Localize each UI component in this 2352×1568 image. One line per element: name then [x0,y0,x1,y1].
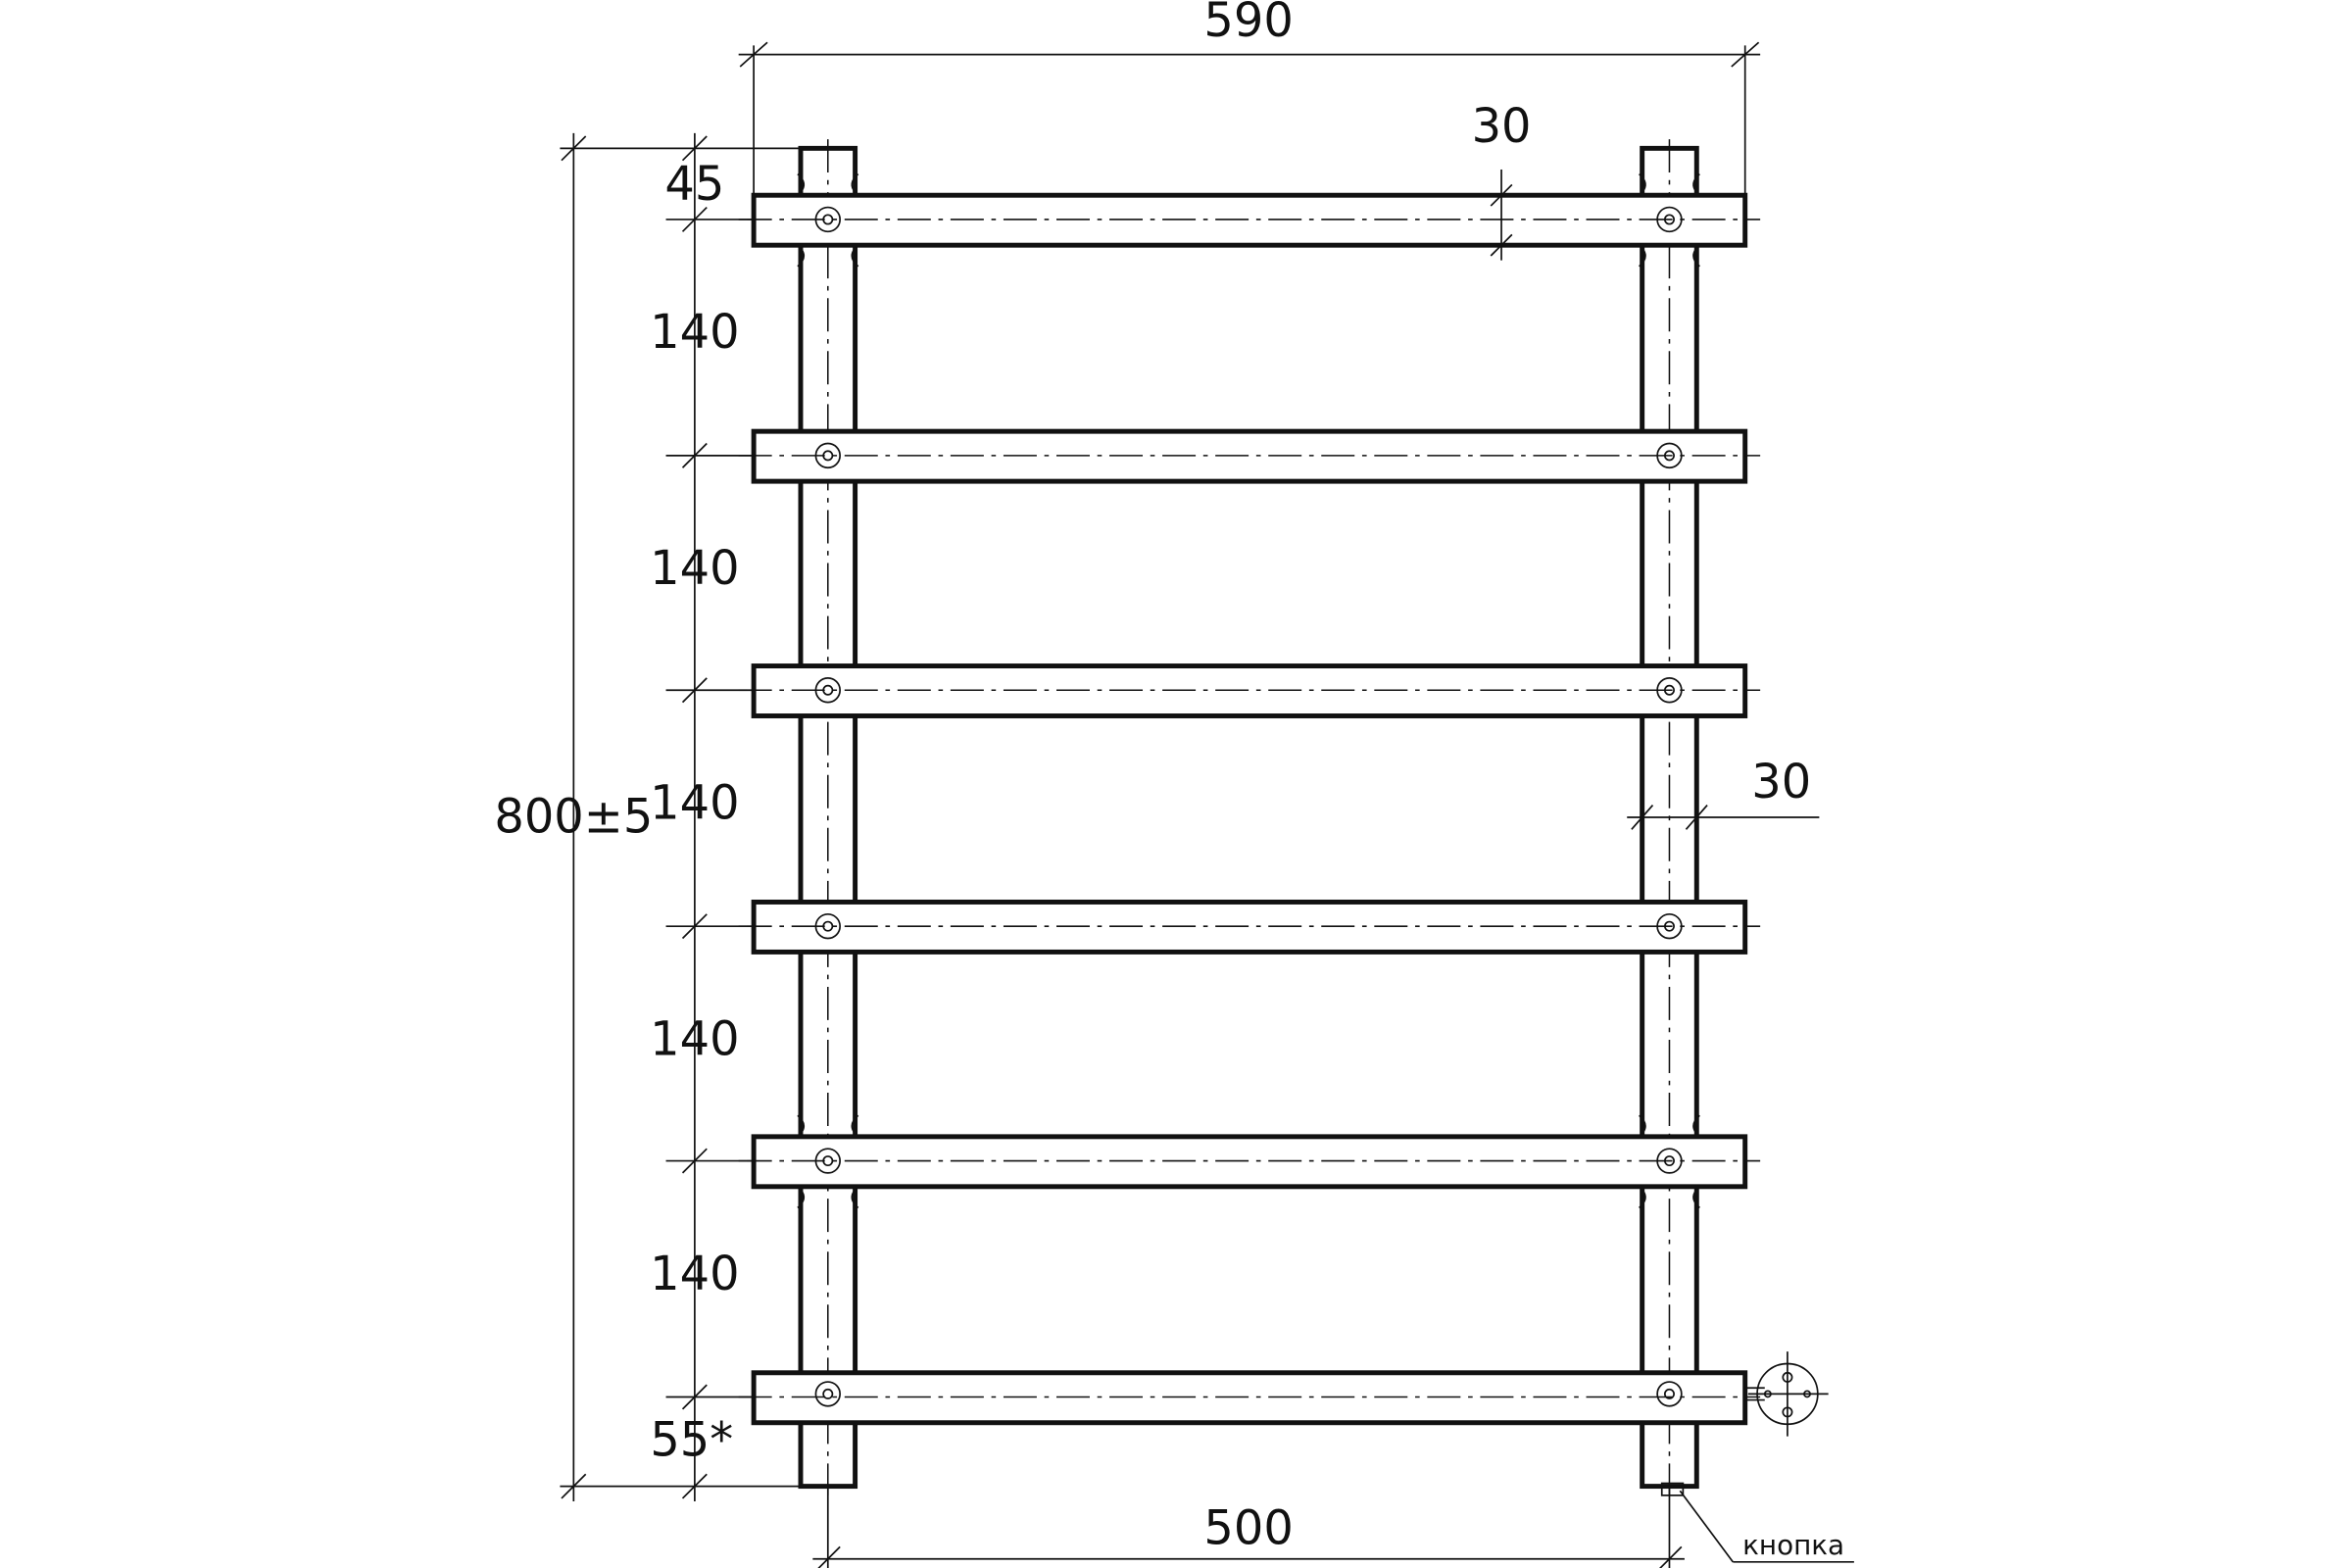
dimension-spacing-1-label: 140 [650,306,739,360]
weld-fillets [797,172,1700,1209]
dimension-spacing-5-label: 140 [650,1248,739,1301]
bar-1 [738,192,1761,248]
dimension-bottom-offset-label: 55* [650,1414,733,1468]
left-post [798,139,858,1495]
dimension-bar-height-label: 30 [1472,100,1532,154]
dimension-spacing-3-label: 140 [650,777,739,831]
dimension-spacing-4-label: 140 [650,1012,739,1066]
dimension-overall-height-label: 800±5 [494,790,653,844]
bar-4 [738,899,1761,955]
dimension-post-centers-label: 500 [1203,1501,1293,1555]
bar-6 [738,1370,1761,1426]
dimension-top-offset-label: 45 [664,158,724,212]
dimension-spacing-2-label: 140 [650,542,739,596]
dimension-overall-height: 800±5 [494,132,800,1502]
plug-icon [1744,1351,1829,1437]
dimension-overall-width-label: 590 [1203,0,1293,48]
bar-3 [738,663,1761,718]
dimension-chain-left: 45 140 140 140 140 140 55* [650,132,753,1502]
button-label: кнопка [1742,1529,1844,1561]
bar-5 [738,1134,1761,1190]
dimension-post-width-label: 30 [1751,756,1811,809]
dimension-post-width: 30 [1627,756,1820,830]
dimension-overall-width: 590 [738,0,1761,194]
button-note: кнопка [1660,1482,1854,1563]
dimension-bar-height: 30 [1472,100,1532,261]
dimension-post-centers: 500 [812,1488,1685,1568]
bar-2 [738,428,1761,484]
